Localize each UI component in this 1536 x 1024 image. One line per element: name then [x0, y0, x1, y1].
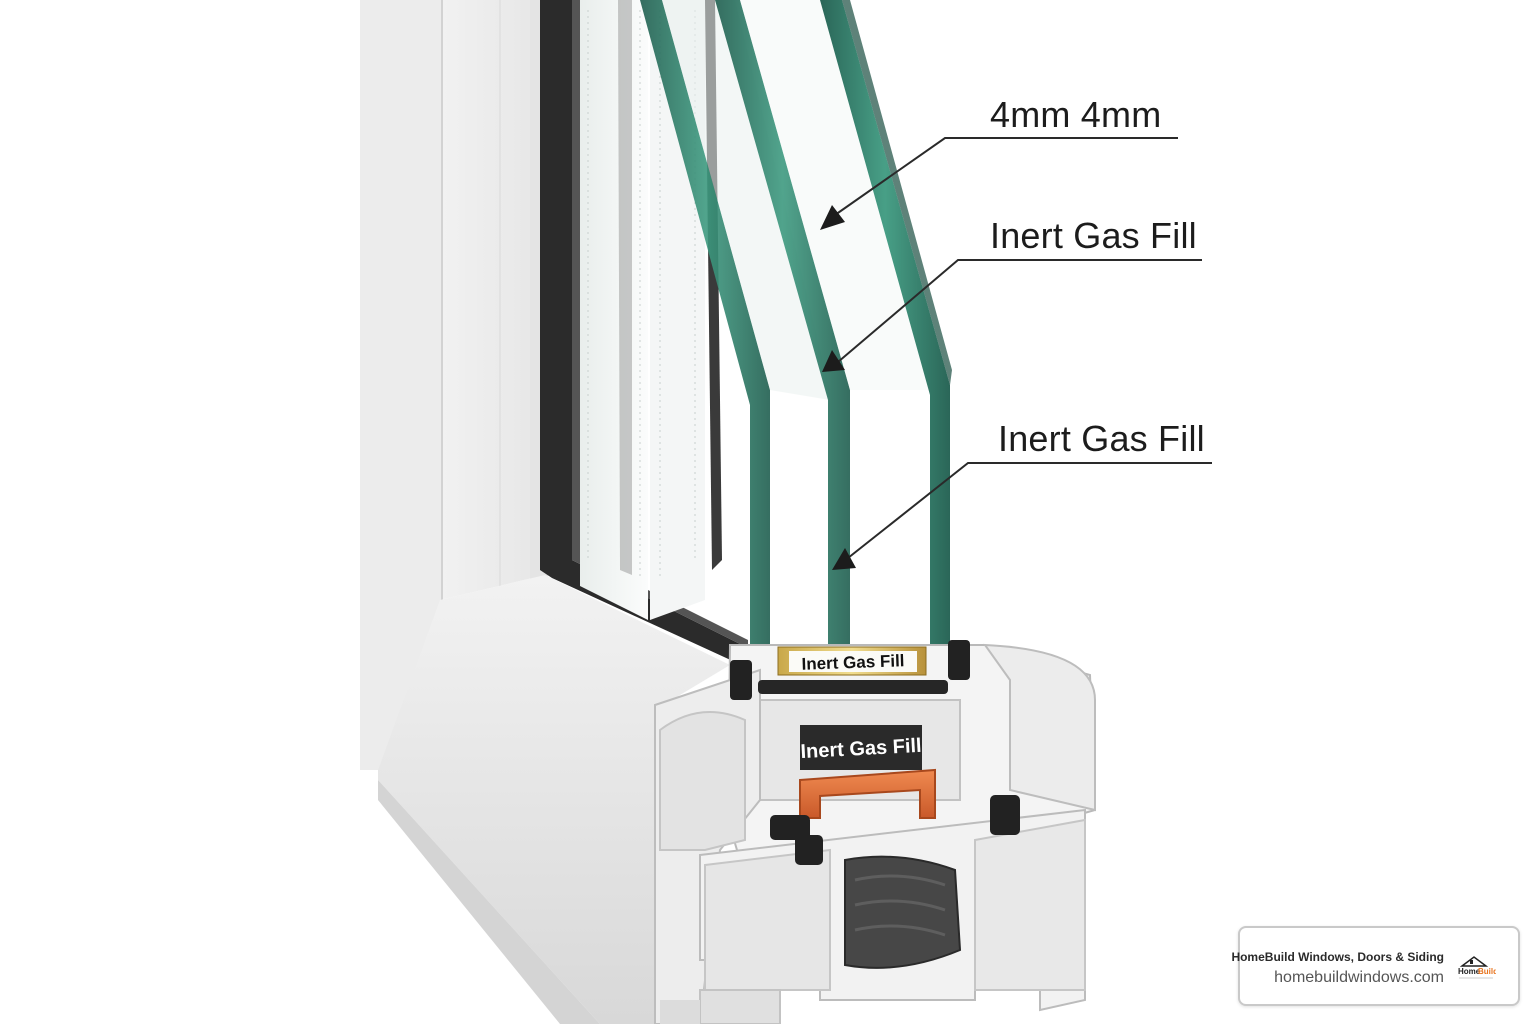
brand-card[interactable]: HomeBuild Windows, Doors & Siding homebu…	[1231, 926, 1520, 1006]
svg-text:Build: Build	[1478, 967, 1496, 976]
glass-thickness-label: 4mm 4mm	[990, 94, 1162, 135]
inner-panes	[580, 0, 722, 620]
homebuild-logo-icon: Home Build	[1458, 956, 1496, 979]
gas-fill-label-lower: Inert Gas Fill	[998, 418, 1205, 459]
glass-pane-inner	[640, 0, 830, 655]
brand-company-name: HomeBuild Windows, Doors & Siding	[1231, 950, 1444, 964]
callout-lines	[834, 137, 1212, 559]
callout-arrowheads	[820, 205, 856, 570]
glass-pane-middle	[715, 0, 930, 655]
chamber-tag: Inert Gas Fill	[800, 725, 922, 770]
brand-website-link[interactable]: homebuildwindows.com	[1274, 969, 1444, 986]
glazing-rebate	[540, 0, 748, 668]
spacer-tag-text: Inert Gas Fill	[801, 651, 905, 674]
gaskets	[730, 640, 1020, 865]
frame-insulation-insert	[844, 855, 962, 969]
vertical-frame	[360, 0, 548, 770]
spacer-tag: Inert Gas Fill	[777, 646, 927, 676]
svg-text:Home: Home	[1458, 967, 1481, 976]
sill-face	[378, 575, 730, 1024]
gas-fill-label-upper: Inert Gas Fill	[990, 215, 1197, 256]
